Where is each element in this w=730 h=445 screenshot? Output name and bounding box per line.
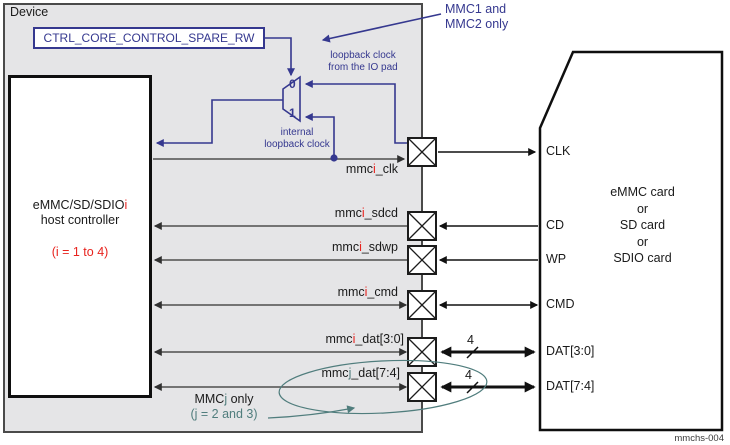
controller-title-line1: eMMC/SD/SDIOi [10, 198, 150, 213]
card-title-line1: eMMC card [610, 185, 675, 199]
controller-index-note: (i = 1 to 4) [51, 245, 109, 259]
card-title-line2: or [636, 201, 649, 216]
device-title: Device [10, 5, 49, 19]
loopback-io-line2: from the IO pad [328, 62, 398, 73]
signal-label-mmci-clk: mmci_clk [345, 162, 398, 176]
internal-loopback-note: internal loopback clock [252, 127, 342, 151]
signal-label-mmci-sdcd: mmci_sdcd [334, 206, 398, 220]
control-register-box: CTRL_CORE_CONTROL_SPARE_RW [33, 27, 265, 49]
controller-name-index: i [124, 198, 128, 212]
figure-id-watermark: mmchs-004 [674, 433, 724, 444]
card-pin-dat30: DAT[3:0] [546, 344, 595, 358]
card-title-line4: or [636, 234, 649, 249]
mux-input-1-label: 1 [289, 106, 296, 120]
mmcj-note-line1: MMCj only [194, 392, 254, 406]
mmc12-note-line2: MMC2 only [445, 17, 509, 31]
card-pin-clk: CLK [546, 144, 571, 158]
mux-input-0-label: 0 [289, 77, 296, 91]
card-title: eMMC card or SD card or SDIO card [560, 184, 725, 267]
bus-width-dat74: 4 [465, 368, 472, 382]
bus-width-dat30: 4 [467, 333, 474, 347]
card-title-line5: SDIO card [613, 251, 672, 265]
card-title-line3: SD card [619, 218, 666, 232]
loopback-io-note: loopback clock from the IO pad [313, 50, 413, 74]
host-controller-box [8, 75, 152, 398]
mmcj-note: MMCj only (j = 2 and 3) [168, 392, 280, 421]
signal-label-mmci-sdwp: mmci_sdwp [332, 240, 398, 254]
control-register-label: CTRL_CORE_CONTROL_SPARE_RW [43, 31, 255, 45]
loopback-io-line1: loopback clock [330, 50, 396, 61]
mmc12-note: MMC1 and MMC2 only [445, 2, 508, 32]
mmc12-note-line1: MMC1 and [445, 2, 507, 16]
signal-label-mmci-cmd: mmci_cmd [337, 285, 398, 299]
card-pin-dat74: DAT[7:4] [546, 379, 595, 393]
internal-loopback-line1: internal [280, 127, 314, 138]
bus-slash-dat74 [466, 381, 479, 394]
signal-label-mmci-dat30: mmci_dat[3:0] [325, 332, 404, 346]
controller-title-line2: host controller [40, 213, 120, 227]
bus-slash-dat30 [466, 346, 479, 359]
mmcj-note-line2: (j = 2 and 3) [190, 406, 258, 421]
signal-label-mmcj-dat74: mmcj_dat[7:4] [321, 366, 400, 380]
card-side-wires [438, 148, 539, 394]
internal-loopback-line2: loopback clock [264, 139, 330, 150]
controller-title: eMMC/SD/SDIOi host controller [10, 198, 150, 228]
card-pin-cmd: CMD [546, 297, 575, 311]
controller-name: eMMC/SD/SDIO [32, 198, 125, 212]
